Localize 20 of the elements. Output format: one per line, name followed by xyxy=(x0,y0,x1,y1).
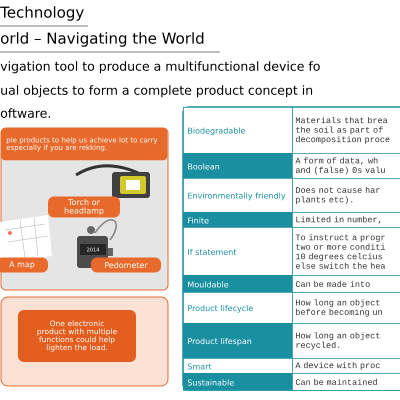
table-cell: A form of data, wh and (false) 0s valu xyxy=(292,153,400,179)
table-cell: Can be maintained xyxy=(292,373,400,391)
table-cell: Product lifespan xyxy=(183,323,293,359)
table-cell: Limited in number, xyxy=(292,212,400,228)
table-cell: Environmentally friendly xyxy=(183,178,293,213)
label-pill: A map xyxy=(0,258,48,272)
heading: Technology xyxy=(0,6,84,21)
label-pill: Torch or headlamp xyxy=(48,196,120,218)
table-cell: Finite xyxy=(183,212,293,228)
intro-text: vigation tool to produce a multifunctional device fo xyxy=(0,61,320,74)
label-pill: Pedometer xyxy=(91,258,161,272)
table-cell: Can be made into xyxy=(292,275,400,293)
table-cell: Mouldable xyxy=(183,275,293,293)
heading: orld – Navigating the World xyxy=(1,32,204,47)
table-cell: A device with proc xyxy=(292,358,400,374)
table-cell: Materials that brea the soil as part of decomposition proce xyxy=(292,107,400,154)
intro-text: ual objects to form a complete product concept in xyxy=(1,85,312,98)
table-cell: How long an object before becoming un xyxy=(292,292,400,324)
table-cell: Boolean xyxy=(183,153,293,179)
table-cell: Sustainable xyxy=(183,373,293,391)
